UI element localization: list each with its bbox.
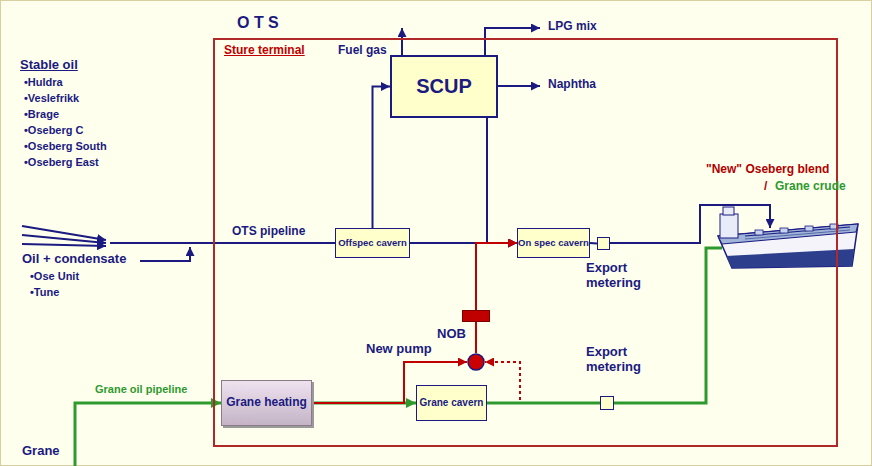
flow-line xyxy=(485,362,520,403)
field-name: •Brage xyxy=(24,108,59,121)
process-box: SCUP xyxy=(390,55,498,118)
pump-circle xyxy=(467,353,485,371)
flow-line xyxy=(476,243,517,310)
flow-line xyxy=(487,402,600,405)
blend-label: Grane crude xyxy=(775,180,846,194)
cavern-box: Grane cavern xyxy=(416,385,487,421)
pump-symbol: New pump xyxy=(467,353,485,371)
field-name: •Oseberg South xyxy=(24,140,107,153)
terminal-region: O T SSture terminalOffspec cavernSCUPOn … xyxy=(213,38,838,447)
product-label: Fuel gas xyxy=(338,44,387,58)
field-name: •Oseberg East xyxy=(24,156,99,169)
region-title: O T S xyxy=(237,14,279,32)
group-heading: Oil + condensate xyxy=(22,252,126,267)
meter-box: Export metering xyxy=(600,396,614,410)
box-label: On spec cavern xyxy=(518,238,589,249)
flow-line xyxy=(590,242,597,245)
box-label: Grane heating xyxy=(226,396,307,410)
blend-label: "New" Oseberg blend xyxy=(706,163,829,177)
box-label: SCUP xyxy=(416,75,472,98)
cavern-box: On spec cavern xyxy=(517,228,590,258)
feed-arrows xyxy=(22,28,770,261)
meter-label: Export metering xyxy=(586,345,641,375)
grane-lines xyxy=(75,248,722,466)
flow-line xyxy=(487,118,517,243)
field-name: •Huldra xyxy=(24,76,63,89)
field-name: •Veslefrikk xyxy=(24,92,79,105)
field-name: •Tune xyxy=(30,286,59,299)
group-heading: Stable oil xyxy=(20,58,78,73)
heater-box: Grane heating xyxy=(221,380,312,426)
field-name: •Ose Unit xyxy=(30,270,79,283)
unit-label: NOB xyxy=(437,327,466,342)
region-heading: Sture terminal xyxy=(224,44,305,58)
nob-unit: NOB xyxy=(462,310,490,322)
pipeline-label: OTS pipeline xyxy=(232,225,305,239)
box-label: Grane cavern xyxy=(420,397,484,409)
pump-label: New pump xyxy=(366,342,432,357)
product-label: Naphtha xyxy=(548,78,596,92)
field-name: Grane xyxy=(22,444,60,459)
box-label: Offspec cavern xyxy=(338,238,407,249)
product-label: LPG mix xyxy=(548,20,597,34)
blend-separator: / xyxy=(764,180,767,194)
meter-label: Export metering xyxy=(586,261,641,291)
flow-line xyxy=(373,87,391,229)
flow-line xyxy=(475,322,477,353)
pipeline-label: Grane oil pipeline xyxy=(95,383,187,396)
cavern-box: Offspec cavern xyxy=(335,228,410,258)
meter-box: Export metering xyxy=(597,237,610,250)
field-name: •Oseberg C xyxy=(24,124,83,137)
